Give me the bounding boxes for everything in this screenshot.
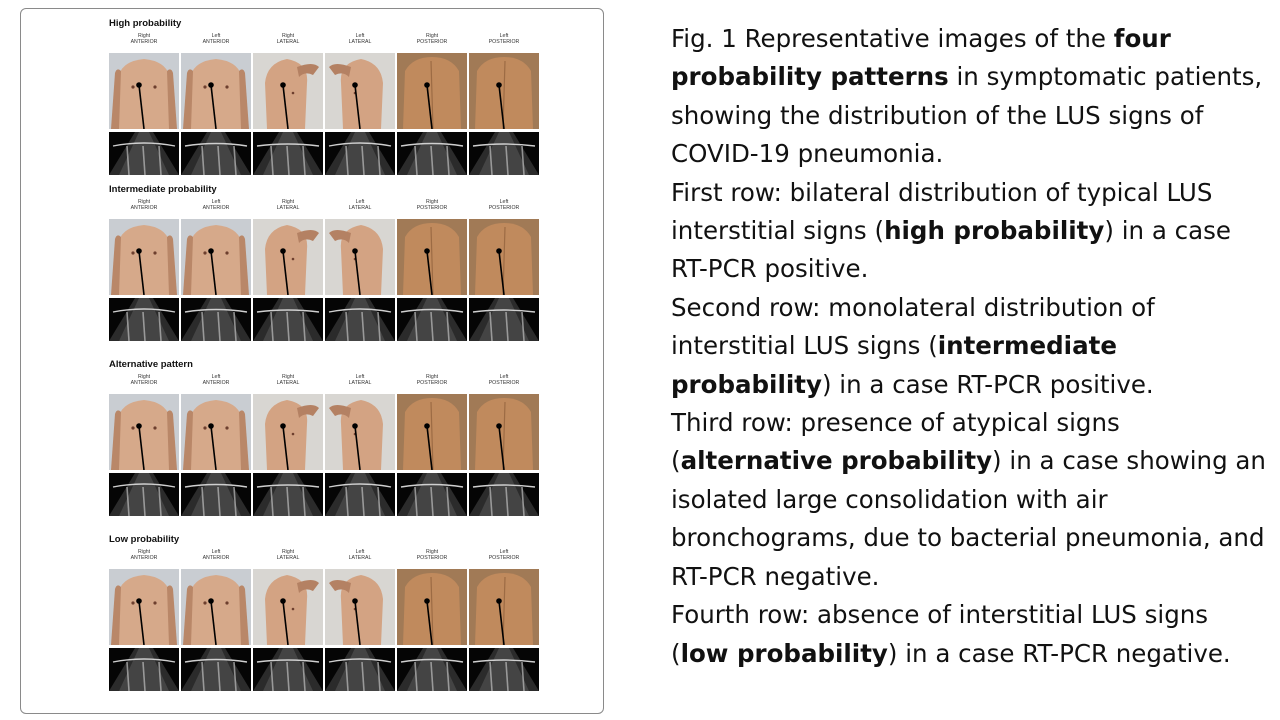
ultrasound-image <box>469 473 539 516</box>
body-photo <box>469 53 539 129</box>
ultrasound-image <box>469 132 539 175</box>
ultrasound-image <box>397 132 467 175</box>
ultrasound-image <box>397 648 467 691</box>
body-photo <box>397 53 467 129</box>
body-photo <box>325 53 395 129</box>
ultrasound-image <box>325 132 395 175</box>
caption-paragraph: Third row: presence of atypical signs (a… <box>671 408 1266 591</box>
ultrasound-row <box>109 473 539 516</box>
body-photo-row <box>109 219 539 295</box>
body-photo <box>109 394 179 470</box>
ultrasound-image <box>109 132 179 175</box>
ultrasound-row <box>109 648 539 691</box>
body-photo-row <box>109 53 539 129</box>
ultrasound-image <box>469 648 539 691</box>
body-photo <box>109 53 179 129</box>
ultrasound-image <box>325 648 395 691</box>
ultrasound-image <box>181 648 251 691</box>
ultrasound-image <box>109 648 179 691</box>
group-title: Alternative pattern <box>109 359 193 370</box>
ultrasound-image <box>325 298 395 341</box>
ultrasound-image <box>253 473 323 516</box>
caption-paragraph: Fourth row: absence of interstitial LUS … <box>671 600 1231 668</box>
body-photo <box>469 219 539 295</box>
body-photo <box>109 219 179 295</box>
body-photo <box>469 394 539 470</box>
body-photo <box>469 569 539 645</box>
body-photo-row <box>109 569 539 645</box>
ultrasound-image <box>109 298 179 341</box>
body-photo-row <box>109 394 539 470</box>
ultrasound-image <box>397 298 467 341</box>
body-photo <box>325 219 395 295</box>
body-photo <box>181 394 251 470</box>
ultrasound-row <box>109 132 539 175</box>
ultrasound-image <box>253 648 323 691</box>
ultrasound-image <box>181 473 251 516</box>
ultrasound-image <box>469 298 539 341</box>
caption-paragraph: First row: bilateral distribution of typ… <box>671 177 1231 284</box>
ultrasound-image <box>181 132 251 175</box>
ultrasound-image <box>325 473 395 516</box>
caption-paragraph: Second row: monolateral distribution of … <box>671 292 1155 399</box>
ultrasound-row <box>109 298 539 341</box>
body-photo <box>181 53 251 129</box>
ultrasound-image <box>109 473 179 516</box>
body-photo <box>181 569 251 645</box>
ultrasound-image <box>397 473 467 516</box>
group-title: Intermediate probability <box>109 184 217 195</box>
body-photo <box>253 219 323 295</box>
body-photo <box>253 53 323 129</box>
ultrasound-image <box>253 132 323 175</box>
body-photo <box>325 569 395 645</box>
caption-paragraph: Fig. 1 Representative images of the four… <box>671 24 1263 169</box>
body-photo <box>109 569 179 645</box>
body-photo <box>181 219 251 295</box>
ultrasound-image <box>181 298 251 341</box>
body-photo <box>397 219 467 295</box>
body-photo <box>253 394 323 470</box>
body-photo <box>253 569 323 645</box>
body-photo <box>325 394 395 470</box>
group-title: High probability <box>109 18 182 29</box>
ultrasound-image <box>253 298 323 341</box>
body-photo <box>397 569 467 645</box>
figure-caption: Fig. 1 Representative images of the four… <box>671 20 1271 673</box>
group-title: Low probability <box>109 534 180 545</box>
body-photo <box>397 394 467 470</box>
